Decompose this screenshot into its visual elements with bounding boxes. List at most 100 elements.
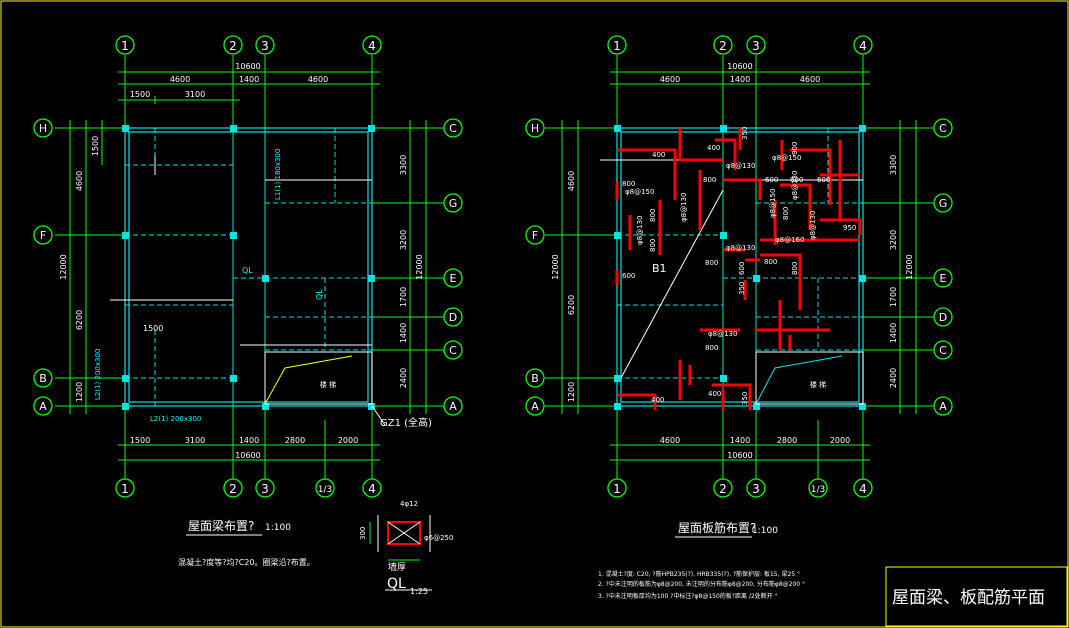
svg-text:D: D — [449, 311, 457, 324]
svg-text:2: 2 — [719, 482, 727, 496]
svg-text:A: A — [939, 400, 947, 413]
svg-text:3200: 3200 — [889, 230, 898, 250]
svg-text:2000: 2000 — [830, 436, 850, 445]
svg-text:F: F — [40, 229, 46, 242]
svg-text:12000: 12000 — [415, 254, 424, 279]
svg-text:3: 3 — [752, 39, 760, 53]
axis-1-bottom: 1 — [121, 482, 129, 496]
svg-text:600: 600 — [738, 262, 746, 275]
axis-2-bottom: 2 — [229, 482, 237, 496]
detail-label: QL — [387, 576, 406, 592]
svg-text:800: 800 — [764, 258, 777, 266]
svg-text:3100: 3100 — [185, 436, 205, 445]
svg-text:1: 1 — [613, 39, 621, 53]
svg-text:φ8@130: φ8@130 — [680, 193, 688, 222]
detail-top: 4φ12 — [400, 500, 418, 508]
svg-text:φ8@130: φ8@130 — [809, 211, 817, 240]
gz-label: GZ1 (全高) — [380, 416, 432, 429]
svg-text:C: C — [939, 344, 947, 357]
svg-text:1400: 1400 — [239, 75, 259, 84]
svg-text:φ8@150: φ8@150 — [769, 189, 777, 218]
svg-text:3: 3 — [752, 482, 760, 496]
svg-text:B: B — [531, 372, 539, 385]
svg-text:E: E — [940, 272, 947, 285]
svg-text:800: 800 — [782, 207, 790, 220]
svg-text:800: 800 — [649, 209, 657, 222]
right-plan-labels: B1 楼 梯 400 800 800 800 800 600 800 400 4… — [598, 127, 856, 600]
svg-text:φ8@160: φ8@160 — [775, 236, 804, 244]
ql-mid-label: QL — [315, 289, 324, 300]
svg-text:350: 350 — [738, 282, 746, 295]
svg-text:800: 800 — [705, 344, 718, 352]
note-2: 2. ?中未注明的板筋为φ8@200, 未注明的分布筋φ8@200, 分布筋φ8… — [598, 580, 805, 588]
ql-label: QL — [242, 266, 253, 275]
svg-text:1700: 1700 — [889, 287, 898, 307]
detail-height: 300 — [359, 527, 367, 540]
svg-text:1400: 1400 — [889, 323, 898, 343]
svg-text:800: 800 — [703, 176, 716, 184]
right-column-axes: 1 2 3 4 1 2 3 1/3 4 — [607, 35, 873, 498]
left-plan-labels: L1(1) 180x300 L2(1) 200x300 L2(1) 200x30… — [94, 149, 432, 567]
svg-text:10600: 10600 — [235, 451, 260, 460]
svg-text:2400: 2400 — [889, 368, 898, 388]
svg-text:950: 950 — [843, 224, 856, 232]
rebar-length-labels: 400 800 800 800 800 600 800 400 400 800 … — [622, 127, 856, 405]
svg-text:1: 1 — [613, 482, 621, 496]
svg-text:4600: 4600 — [800, 75, 820, 84]
right-title: 屋面板筋布置? — [678, 520, 756, 535]
svg-text:10600: 10600 — [235, 62, 260, 71]
left-column-axes: 1 2 3 4 1 2 3 1/3 4 — [115, 35, 382, 498]
svg-text:800: 800 — [790, 176, 803, 184]
svg-text:F: F — [532, 229, 538, 242]
svg-text:4600: 4600 — [660, 436, 680, 445]
svg-text:10600: 10600 — [727, 451, 752, 460]
title-block-text: 屋面梁、板配筋平面 — [892, 588, 1045, 608]
left-plan — [55, 55, 445, 480]
svg-text:350: 350 — [741, 127, 749, 140]
svg-text:D: D — [939, 311, 947, 324]
svg-text:φ8@130: φ8@130 — [726, 244, 755, 252]
svg-text:900: 900 — [791, 142, 799, 155]
svg-text:3300: 3300 — [399, 155, 408, 175]
svg-text:600: 600 — [765, 176, 778, 184]
svg-text:E: E — [450, 272, 457, 285]
svg-text:3300: 3300 — [889, 155, 898, 175]
left-note: 混凝土?度等?均?C20。圈梁沿?布置。 — [178, 557, 315, 567]
svg-text:400: 400 — [708, 390, 721, 398]
detail-scale: 1:25 — [410, 587, 428, 596]
svg-text:400: 400 — [707, 144, 720, 152]
svg-text:H: H — [39, 122, 47, 135]
title-block — [885, 566, 1068, 627]
svg-text:3100: 3100 — [185, 90, 205, 99]
ql-detail — [369, 515, 432, 591]
left-dimensions: 10600 4600 1400 4600 1500 3100 1500 3100… — [59, 62, 424, 460]
svg-text:φ8@130: φ8@130 — [791, 171, 799, 200]
svg-text:1200: 1200 — [567, 382, 576, 402]
svg-text:4600: 4600 — [75, 171, 84, 191]
axis-1-top: 1 — [121, 39, 129, 53]
svg-text:1500: 1500 — [91, 136, 100, 156]
axis-4-top: 4 — [368, 39, 376, 53]
svg-text:350: 350 — [741, 392, 749, 405]
svg-text:12000: 12000 — [551, 254, 560, 279]
note-3: 3. ?中未注明板厚均为100 ?中标注?φ8@150的板?距离 /2处断开 ° — [598, 592, 778, 600]
svg-text:φ8@150: φ8@150 — [772, 154, 801, 162]
svg-text:C: C — [449, 344, 457, 357]
beam-label-2: L2(1) 200x300 — [150, 415, 201, 423]
svg-text:φ8@130: φ8@130 — [708, 330, 737, 338]
svg-text:1700: 1700 — [399, 287, 408, 307]
svg-text:2000: 2000 — [338, 436, 358, 445]
svg-text:A: A — [531, 400, 539, 413]
svg-text:400: 400 — [651, 396, 664, 404]
small-dim: 1500 — [143, 324, 163, 333]
svg-text:B: B — [39, 372, 47, 385]
svg-text:12000: 12000 — [905, 254, 914, 279]
svg-text:2800: 2800 — [777, 436, 797, 445]
right-row-axes: H F B A C G E D C A — [525, 118, 953, 416]
svg-text:4600: 4600 — [170, 75, 190, 84]
svg-text:C: C — [449, 122, 457, 135]
axis-1-3-bottom: 1/3 — [318, 485, 332, 495]
